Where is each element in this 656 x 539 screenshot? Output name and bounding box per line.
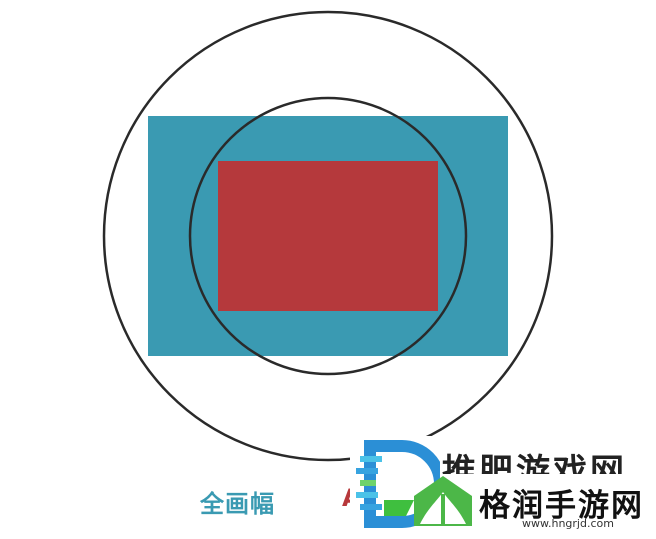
watermark-site-name: 格润手游网 [479,488,644,524]
full-frame-image-circle [102,10,554,462]
watermark-url: www.hngrjd.com [522,517,614,530]
grass-badge-icon [414,476,472,526]
watermark: 推肥游戏网 格润手游网 www.hngrjd.com [350,436,656,535]
crop-frame-image-circle [188,96,468,376]
watermark-top-text: 推肥游戏网 [442,452,627,474]
full-frame-caption: 全画幅 [200,490,275,518]
crop-frame-rect [218,161,438,311]
